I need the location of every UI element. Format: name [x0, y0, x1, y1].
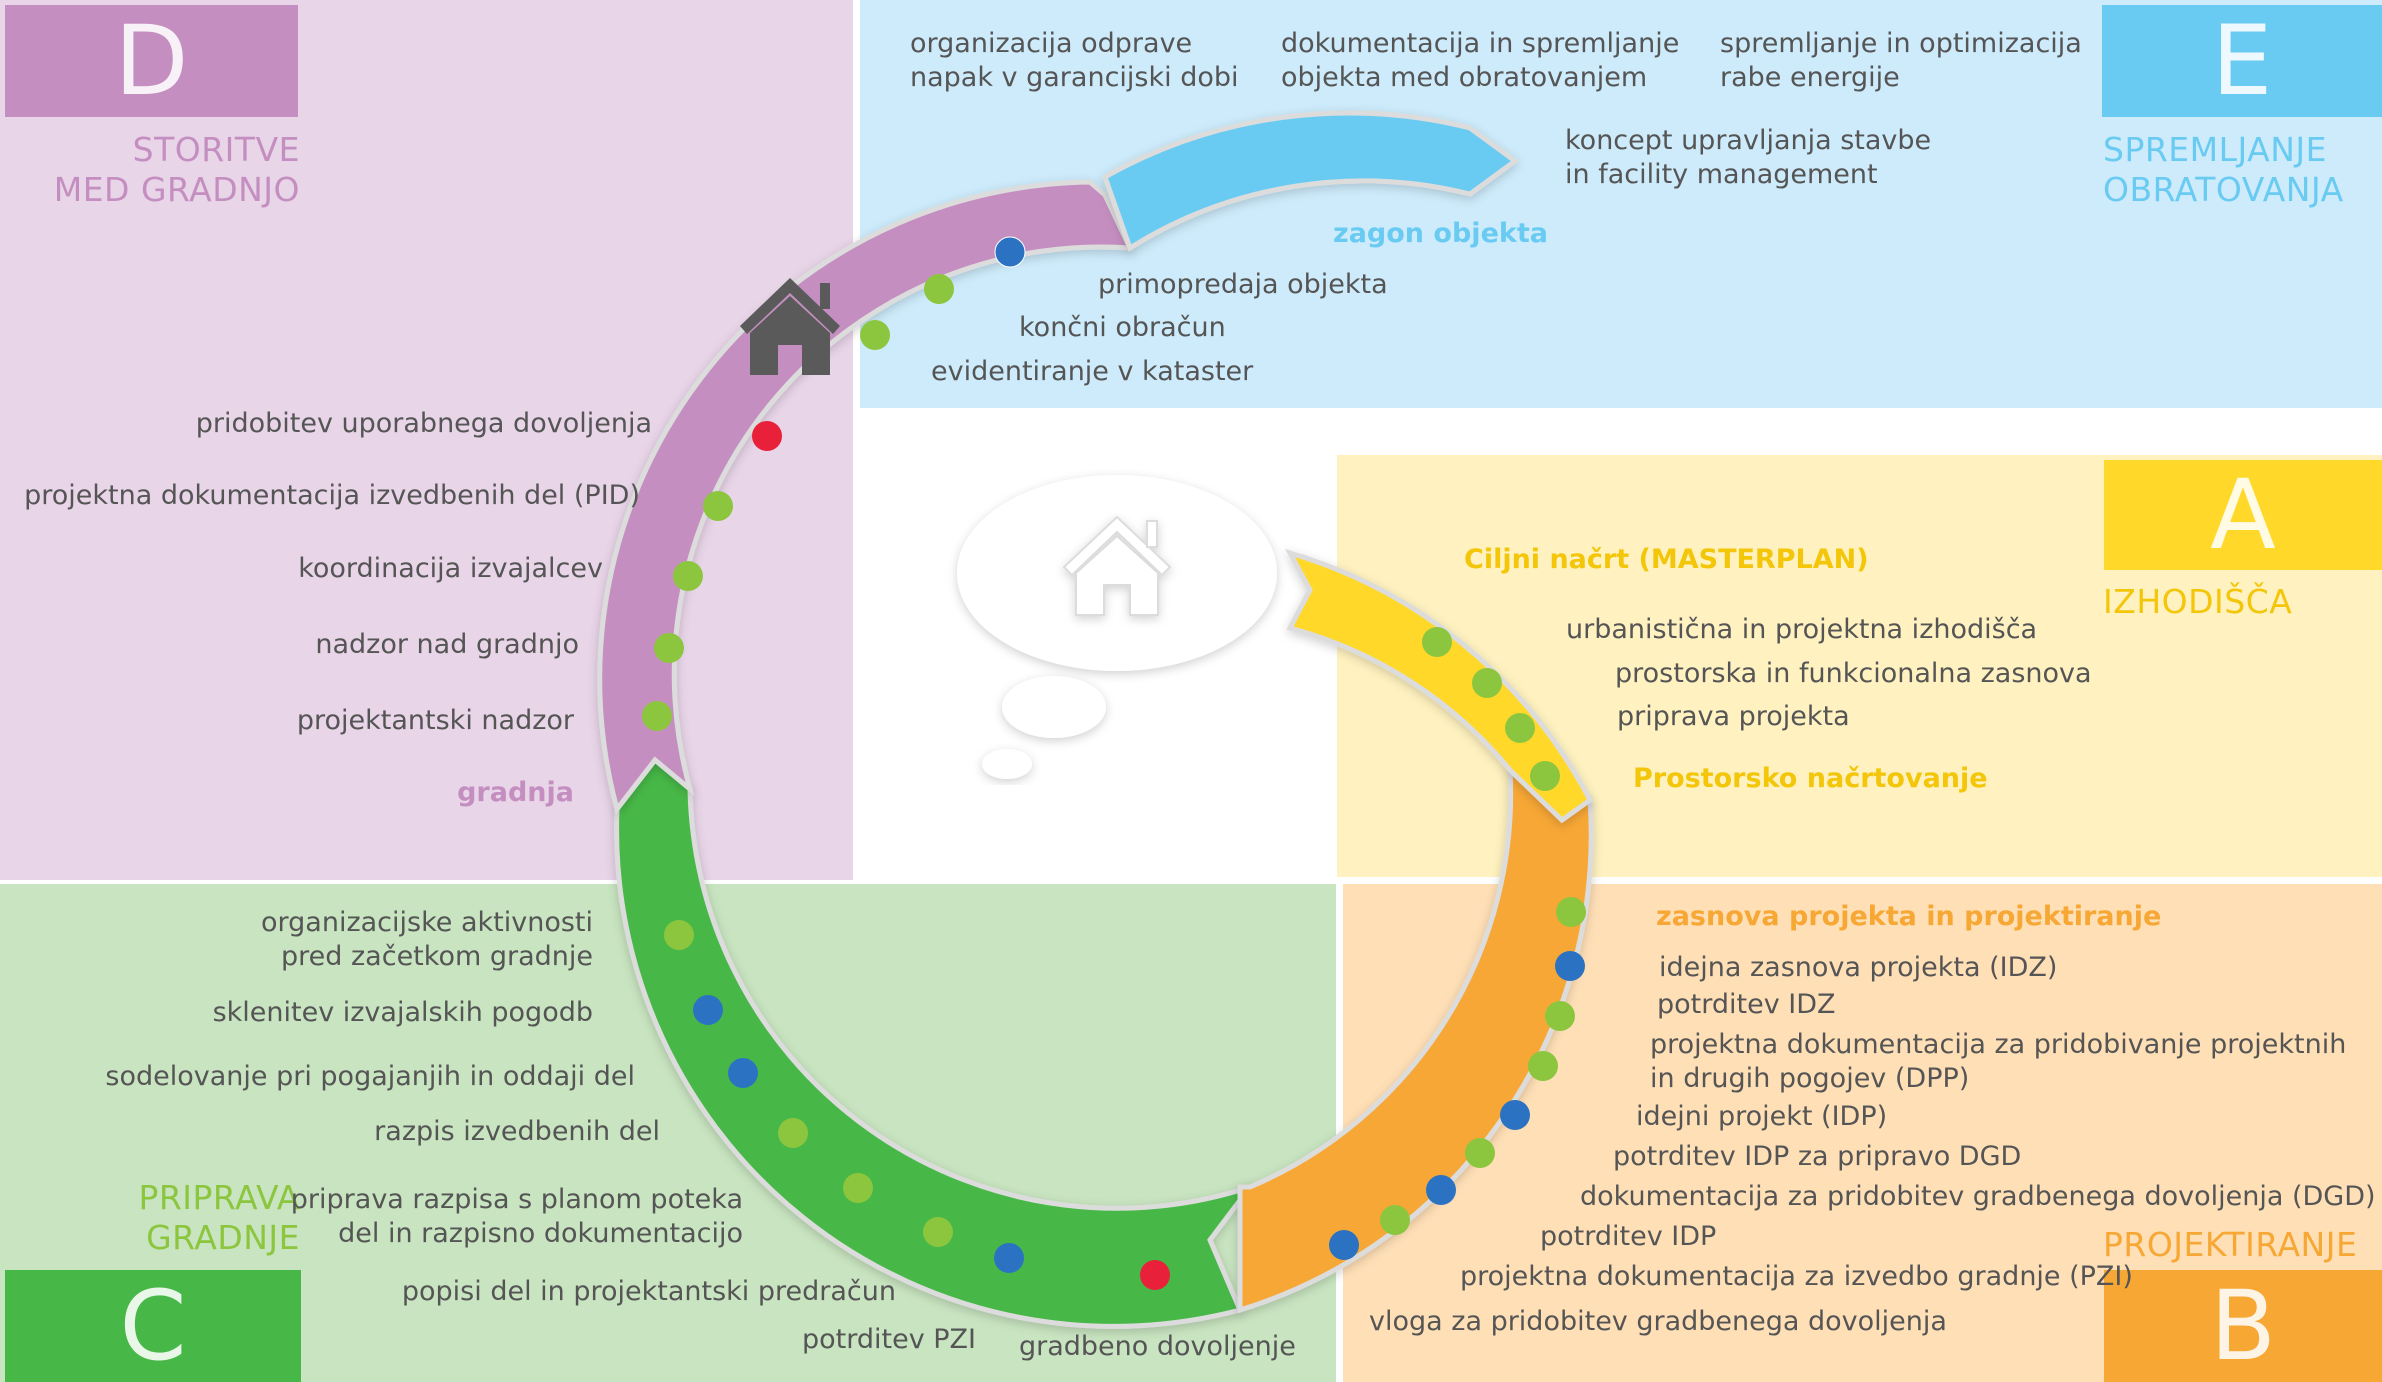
label-razpis-del: razpis izvedbenih del: [374, 1116, 660, 1147]
phase-d-badge: D: [5, 5, 298, 117]
label-idz: idejna zasnova projekta (IDZ): [1659, 952, 2058, 983]
milestone-dot: [994, 1243, 1024, 1273]
label-uporabno-dovoljenje: pridobitev uporabnega dovoljenja: [195, 408, 652, 439]
label-koncni-obracun: končni obračun: [1019, 312, 1226, 343]
milestone-dot: [673, 561, 703, 591]
phase-a-badge: A: [2104, 459, 2382, 571]
milestone-dot: [1426, 1175, 1456, 1205]
milestone-dot: [664, 920, 694, 950]
phase-b-title: PROJEKTIRANJE: [2103, 1225, 2358, 1264]
label-prostorsko-nacrtovanje: Prostorsko načrtovanje: [1633, 763, 1988, 794]
phase-e-badge: E: [2102, 5, 2382, 117]
phase-e-arc: [1101, 110, 1520, 252]
label-primopredaja: primopredaja objekta: [1098, 269, 1388, 300]
phase-d-arc: [597, 179, 1135, 815]
milestone-dot: [693, 995, 723, 1025]
milestone-dot: [1422, 627, 1452, 657]
label-idp: idejni projekt (IDP): [1636, 1101, 1888, 1132]
milestone-dot: [860, 320, 890, 350]
label-potrditev-pzi: potrditev PZI: [801, 1324, 976, 1355]
house-icon: [740, 278, 840, 375]
milestone-dot: [1472, 668, 1502, 698]
milestone-dot: [1556, 897, 1586, 927]
label-masterplan: Ciljni načrt (MASTERPLAN): [1464, 544, 1869, 575]
milestone-dot: [752, 421, 782, 451]
label-gradbeno-dovoljenje: gradbeno dovoljenje: [1019, 1331, 1296, 1362]
milestone-dot: [1555, 951, 1585, 981]
label-gradnja: gradnja: [457, 777, 574, 808]
label-dgd: dokumentacija za pridobitev gradbenega d…: [1580, 1181, 2376, 1212]
label-projektantski-nadzor: projektantski nadzor: [296, 705, 574, 736]
label-potrditev-idp: potrditev IDP: [1540, 1221, 1717, 1252]
milestone-dot: [1530, 761, 1560, 791]
label-pid: projektna dokumentacija izvedbenih del (…: [24, 480, 640, 511]
label-vloga-dovoljenje: vloga za pridobitev gradbenega dovoljenj…: [1369, 1306, 1947, 1337]
milestone-dot: [642, 701, 672, 731]
label-pogajanja: sodelovanje pri pogajanjih in oddaji del: [105, 1061, 635, 1092]
label-zagon-objekta: zagon objekta: [1333, 218, 1548, 249]
phase-a-arc: [1284, 548, 1594, 824]
label-kataster: evidentiranje v kataster: [931, 356, 1254, 387]
milestone-dot: [1329, 1230, 1359, 1260]
label-popisi-del: popisi del in projektantski predračun: [401, 1276, 896, 1307]
phase-b-badge: B: [2104, 1270, 2382, 1382]
phase-c-arc: [614, 756, 1257, 1329]
milestone-dot: [923, 1217, 953, 1247]
phase-c-badge: C: [5, 1270, 301, 1382]
label-pzi: projektna dokumentacija za izvedbo gradn…: [1460, 1261, 2133, 1292]
label-potrditev-idz: potrditev IDZ: [1657, 989, 1836, 1020]
phase-b-arc: [1237, 763, 1594, 1314]
milestone-dot: [994, 236, 1026, 268]
label-urbanisticna-izhodisca: urbanistična in projektna izhodišča: [1566, 614, 2038, 645]
milestone-dot: [778, 1118, 808, 1148]
label-nadzor: nadzor nad gradnjo: [315, 629, 579, 660]
house-icon: [1062, 515, 1172, 616]
phase-a-title: IZHODIŠČA: [2103, 582, 2293, 621]
label-zasnova-projektiranje: zasnova projekta in projektiranje: [1656, 901, 2162, 932]
label-izvajalske-pogodbe: sklenitev izvajalskih pogodb: [212, 997, 593, 1028]
milestone-dot: [1528, 1051, 1558, 1081]
milestone-dot: [1545, 1001, 1575, 1031]
label-koordinacija: koordinacija izvajalcev: [298, 553, 603, 584]
milestone-dot: [1500, 1100, 1530, 1130]
label-priprava-projekta: priprava projekta: [1617, 701, 1850, 732]
label-dpp: projektna dokumentacija za pridobivanje …: [1650, 1029, 2347, 1094]
label-funkcionalna-zasnova: prostorska in funkcionalna zasnova: [1615, 658, 2092, 689]
thought-bubble-icon: [957, 475, 1277, 779]
milestone-dot: [728, 1058, 758, 1088]
milestone-dot: [703, 491, 733, 521]
label-potrditev-idp-dgd: potrditev IDP za pripravo DGD: [1613, 1141, 2022, 1172]
milestone-dot: [1380, 1205, 1410, 1235]
milestone-dot: [1505, 713, 1535, 743]
milestone-dot: [1465, 1138, 1495, 1168]
milestone-dot: [843, 1173, 873, 1203]
milestone-dot: [1140, 1260, 1170, 1290]
milestone-dot: [654, 633, 684, 663]
milestone-dot: [924, 274, 954, 304]
